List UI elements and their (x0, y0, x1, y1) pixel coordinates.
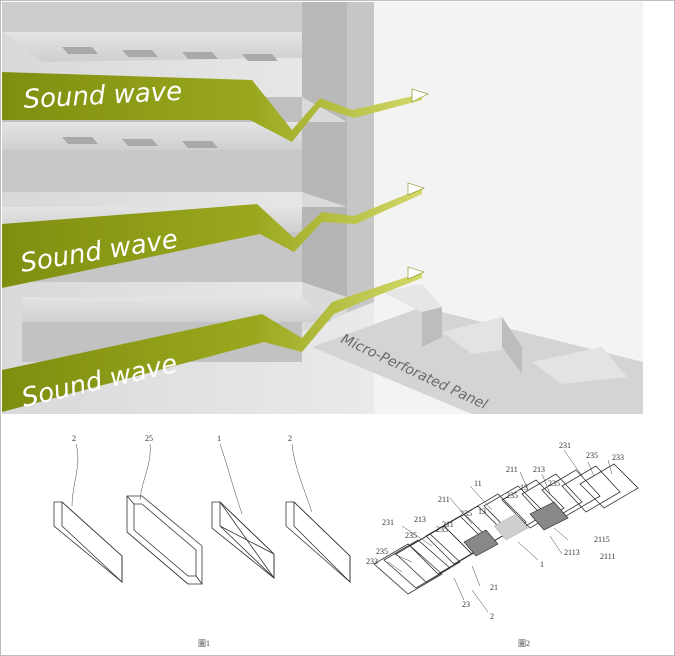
part-number: 1 (540, 560, 544, 569)
part-number: 2113 (564, 548, 580, 557)
arrowhead-icon (407, 182, 425, 196)
louver-slab (2, 122, 347, 207)
acoustic-louver-render: Sound wave Sound wave Sound wave Micro-P… (2, 2, 643, 414)
patent-figure-2: 231 233 235 213 211 13 11 235 235 211 13… (366, 441, 639, 648)
part-number: 231 (382, 518, 394, 527)
part-number: 2111 (600, 552, 615, 561)
figure-caption: 圖2 (518, 639, 530, 648)
part-number: 235 (460, 509, 472, 518)
micro-perforated-panel (312, 284, 643, 414)
part-number: 213 (414, 515, 426, 524)
arrowhead-icon (411, 88, 429, 103)
patent-figure-1: 2 25 1 2 圖1 (53, 434, 351, 648)
part-number: 2 (72, 434, 76, 443)
part-number: 13 (478, 507, 486, 516)
part-number: 235 (436, 525, 448, 534)
arrowhead-icon (407, 266, 425, 280)
patent-drawings: 2 25 1 2 圖1 (2, 414, 674, 655)
part-number: 211 (438, 495, 450, 504)
part-number: 1 (217, 434, 221, 443)
part-number: 211 (442, 520, 454, 529)
part-number: 213 (533, 465, 545, 474)
part-number: 231 (559, 441, 571, 450)
part-number: 235 (548, 479, 560, 488)
part-number: 233 (366, 557, 378, 566)
part-number: 235 (586, 451, 598, 460)
part-number: 235 (506, 491, 518, 500)
part-number: 233 (612, 453, 624, 462)
part-number: 23 (462, 600, 470, 609)
part-number: 21 (490, 583, 498, 592)
part-number: 211 (506, 465, 518, 474)
part-number: 2115 (594, 535, 610, 544)
figure-caption: 圖1 (198, 639, 210, 648)
part-number: 2 (490, 612, 494, 621)
part-number: 13 (520, 483, 528, 492)
part-number: 25 (145, 434, 153, 443)
sound-wave-ribbons (2, 72, 422, 412)
part-number: 11 (474, 479, 482, 488)
part-number: 2 (288, 434, 292, 443)
part-number: 235 (405, 531, 417, 540)
part-number: 235 (376, 547, 388, 556)
